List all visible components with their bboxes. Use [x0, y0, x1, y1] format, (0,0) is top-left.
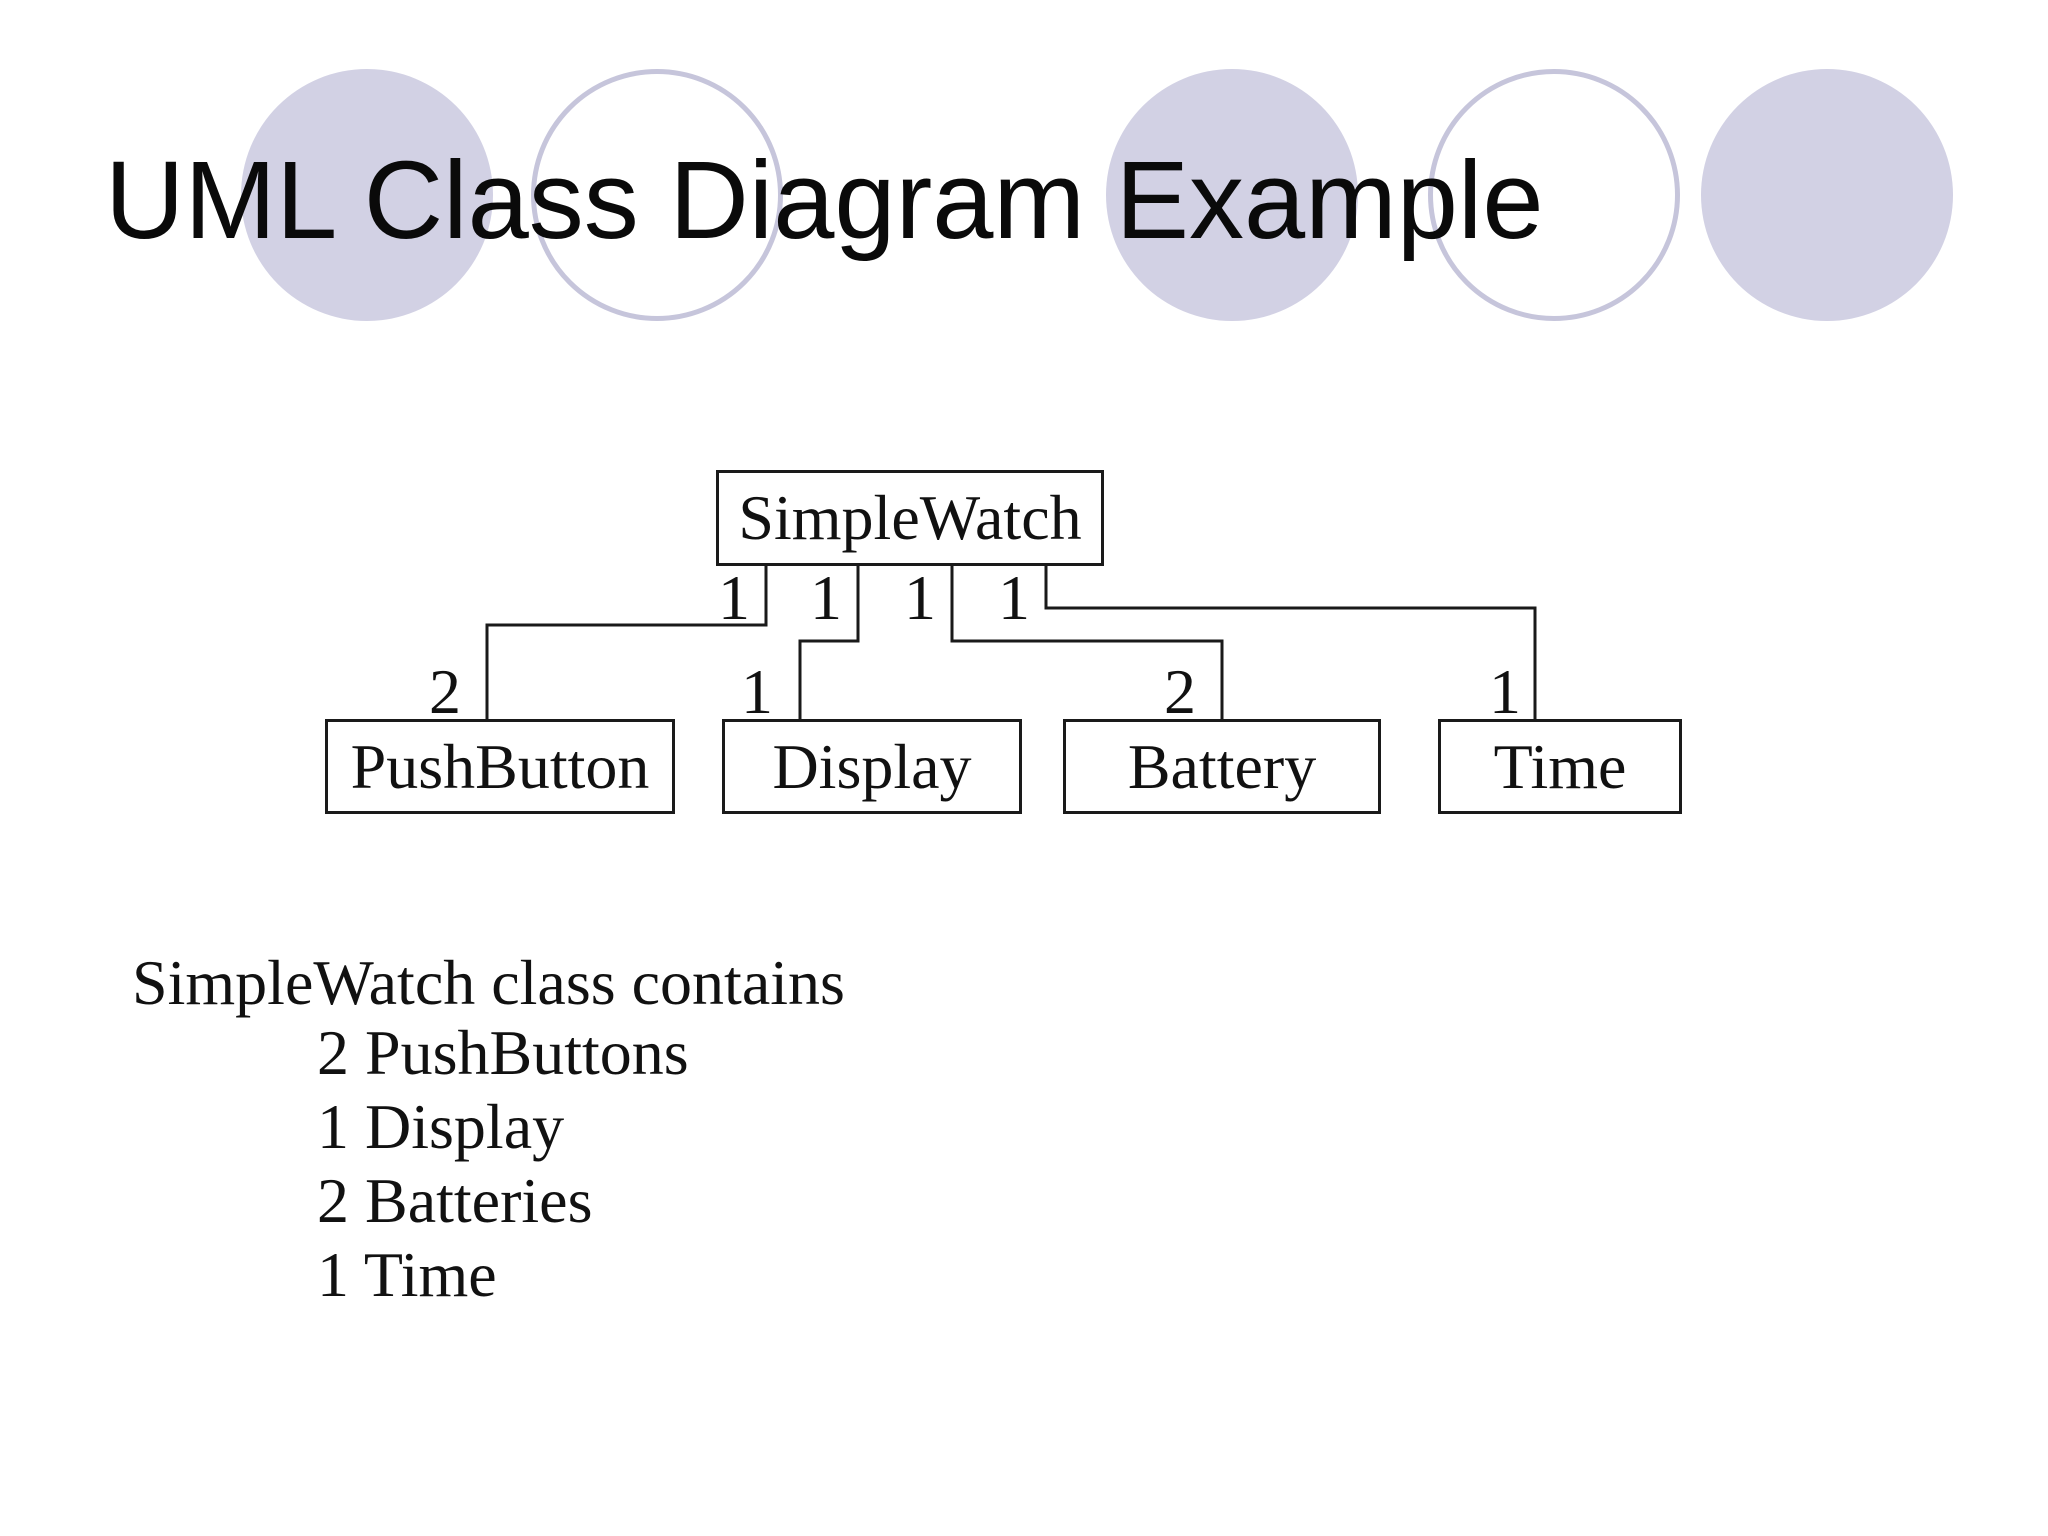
class-box-simplewatch: SimpleWatch	[716, 470, 1104, 566]
connector-simplewatch-pushbutton	[485, 566, 768, 721]
summary-item-display: 1 Display	[317, 1091, 565, 1162]
multiplicity-root-time: 1	[998, 562, 1030, 633]
multiplicity-root-display: 1	[810, 562, 842, 633]
class-box-display: Display	[722, 719, 1022, 814]
connector-simplewatch-battery	[950, 566, 1224, 721]
connector-simplewatch-time	[1044, 566, 1537, 721]
decorative-circle-filled-3	[1701, 69, 1953, 321]
decorative-circle-filled-2	[1106, 69, 1358, 321]
summary-item-pushbuttons: 2 PushButtons	[317, 1017, 689, 1088]
summary-heading: SimpleWatch class contains	[132, 947, 845, 1018]
multiplicity-root-battery: 1	[904, 562, 936, 633]
class-box-battery: Battery	[1063, 719, 1381, 814]
class-label-battery: Battery	[1127, 730, 1317, 802]
class-label-pushbutton: PushButton	[350, 730, 650, 802]
class-label-time: Time	[1493, 730, 1627, 802]
summary-items: 2 PushButtons 1 Display 2 Batteries 1 Ti…	[317, 1016, 689, 1312]
summary-item-time: 1 Time	[317, 1239, 497, 1310]
connector-simplewatch-display	[798, 566, 860, 721]
multiplicity-time: 1	[1489, 656, 1521, 727]
decorative-circle-outlined-2	[1428, 69, 1680, 321]
multiplicity-display: 1	[741, 656, 773, 727]
decorative-circle-outlined-1	[531, 69, 783, 321]
decorative-circle-filled-1	[241, 69, 493, 321]
class-box-time: Time	[1438, 719, 1682, 814]
multiplicity-root-pushbutton: 1	[718, 562, 750, 633]
summary-item-batteries: 2 Batteries	[317, 1165, 593, 1236]
slide-title: UML Class Diagram Example	[105, 139, 1544, 262]
class-label-display: Display	[772, 730, 972, 802]
class-label-simplewatch: SimpleWatch	[738, 482, 1082, 553]
class-box-pushbutton: PushButton	[325, 719, 675, 814]
multiplicity-battery: 2	[1164, 656, 1196, 727]
multiplicity-pushbutton: 2	[429, 656, 461, 727]
